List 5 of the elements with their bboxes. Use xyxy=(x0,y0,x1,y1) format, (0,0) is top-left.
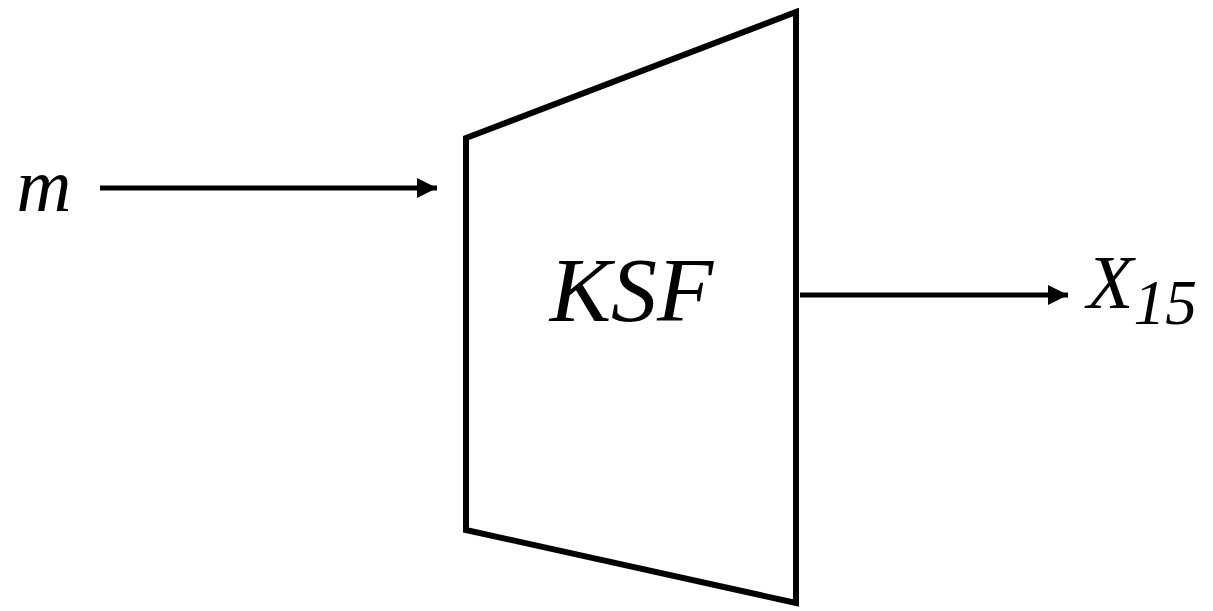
block-label: KSF xyxy=(549,244,714,336)
input-label: m xyxy=(16,147,72,223)
arrow xyxy=(800,285,1068,305)
arrow xyxy=(100,178,437,198)
trapezoid-block xyxy=(463,8,800,607)
